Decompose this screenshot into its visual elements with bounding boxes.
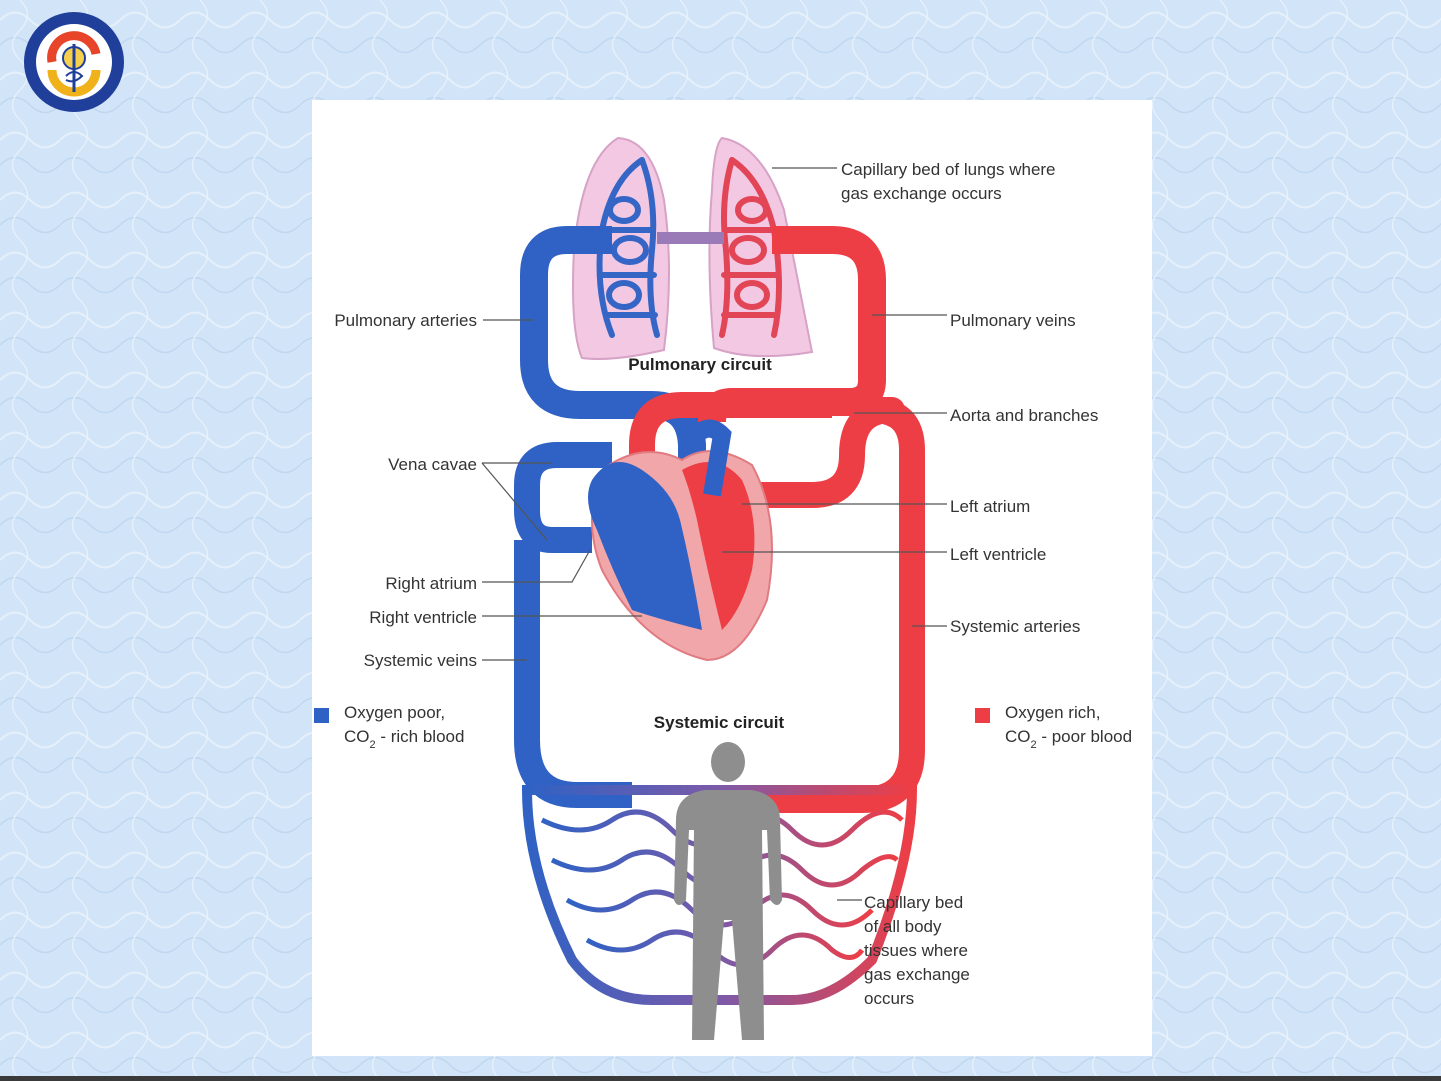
aorta-vessel [742,397,925,813]
legend-swatch-oxygen-poor [314,708,329,723]
label-capillary-body-2: of all body [864,917,942,936]
label-systemic-arteries: Systemic arteries [950,617,1080,636]
label-capillary-lungs-2: gas exchange occurs [841,184,1002,203]
heart-icon [588,419,773,662]
label-pulmonary-arteries: Pulmonary arteries [334,311,477,330]
label-right-atrium: Right atrium [385,574,477,593]
label-right-ventricle: Right ventricle [369,608,477,627]
human-silhouette-icon [674,742,782,1040]
legend-oxygen-poor-line2: CO2 - rich blood [344,727,464,751]
leader-lines [481,167,947,901]
label-capillary-lungs-1: Capillary bed of lungs where [841,160,1056,179]
label-capillary-body-1: Capillary bed [864,893,963,912]
label-vena-cavae: Vena cavae [388,455,477,474]
label-left-ventricle: Left ventricle [950,545,1046,564]
label-capillary-body-3: tissues where [864,941,968,960]
label-left-atrium: Left atrium [950,497,1030,516]
body-capillary-bed [521,785,918,1005]
bottom-bar [0,1076,1441,1081]
legend-oxygen-rich-line1: Oxygen rich, [1005,703,1100,722]
legend-oxygen-poor-line1: Oxygen poor, [344,703,445,722]
label-pulmonary-veins: Pulmonary veins [950,311,1076,330]
label-systemic-veins: Systemic veins [364,651,477,670]
university-logo-icon [24,12,124,112]
legend-oxygen-rich-line2: CO2 - poor blood [1005,727,1132,751]
legend-swatch-oxygen-rich [975,708,990,723]
label-capillary-body-4: gas exchange [864,965,970,984]
label-aorta: Aorta and branches [950,406,1098,425]
systemic-circuit-title: Systemic circuit [654,713,785,732]
label-capillary-body-5: occurs [864,989,914,1008]
circulation-diagram: Capillary bed of lungs where gas exchang… [314,136,1132,1040]
lung-capillaries-left [596,157,660,338]
left-lung-shape [572,136,670,360]
pulmonary-circuit-title: Pulmonary circuit [628,355,772,374]
aortic-arch [629,392,832,485]
